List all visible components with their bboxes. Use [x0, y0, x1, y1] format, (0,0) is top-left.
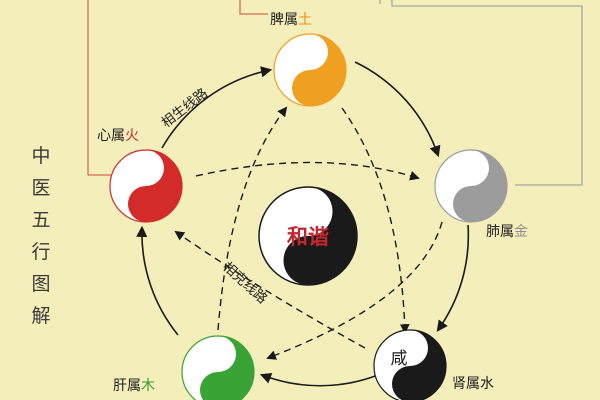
- metal-yinyang-half: [453, 150, 507, 222]
- metal-yinyang-outline: [434, 149, 508, 223]
- earth-element-text: 土: [298, 12, 312, 28]
- metal-organ-text: 肺属: [486, 224, 514, 240]
- water-element-text: 水: [480, 376, 494, 392]
- earth-yinyang-outline: [273, 33, 347, 107]
- fire-yinyang-dot: [142, 200, 150, 208]
- earth-node: 甜: [273, 33, 347, 107]
- water-yinyang-outline: [373, 329, 447, 400]
- fire-organ-text: 心属: [97, 128, 125, 144]
- water-organ-label: 肾属水: [452, 376, 494, 392]
- side-title: 中 医 五 行 图 解: [28, 140, 54, 332]
- metal-organ-label: 肺属金: [486, 224, 528, 240]
- wood-element-text: 木: [141, 378, 155, 394]
- side-title-char: 图: [31, 273, 51, 295]
- metal-bracket: [391, 0, 583, 186]
- fire-organ-label: 心属火: [97, 128, 139, 144]
- earth-yinyang-half: [292, 34, 346, 106]
- center-yinyang: 和谐: [258, 186, 358, 286]
- water-yinyang-dot: [406, 380, 414, 388]
- water-node: 咸: [373, 329, 447, 400]
- metal-yinyang-dot: [467, 164, 475, 172]
- arc-water-wood: [259, 372, 379, 387]
- wood-organ-label: 肝属木: [113, 378, 155, 394]
- frame-brackets: [87, 0, 583, 186]
- fire-yinyang-dot: [142, 164, 150, 172]
- wood-yinyang-dot: [214, 386, 222, 394]
- earth-yinyang-dot: [306, 84, 314, 92]
- water-organ-text: 肾属: [452, 376, 480, 392]
- generating-cycle: [136, 61, 470, 387]
- metal-node: 辣: [434, 149, 508, 223]
- side-title-char: 中: [31, 145, 51, 167]
- arc-metal-water: [436, 224, 470, 332]
- side-title-char: 医: [31, 177, 51, 199]
- fire-yinyang-half: [128, 150, 182, 222]
- water-yinyang-dot: [406, 344, 414, 352]
- wood-taste-label: 酸: [199, 355, 216, 375]
- earth-taste-label: 甜: [291, 53, 308, 73]
- wood-node: 酸: [181, 335, 255, 400]
- water-yinyang-half: [392, 330, 446, 400]
- side-title-char: 行: [31, 241, 51, 263]
- wood-yinyang-dot: [214, 350, 222, 358]
- center-label: 和谐: [287, 225, 329, 249]
- element-nodes: 甜辣咸 酸 苦: [109, 33, 508, 400]
- generating-label: 相生线路: [159, 85, 212, 131]
- side-title-char: 解: [31, 305, 51, 327]
- earth-organ-label: 脾属土: [270, 12, 312, 28]
- wood-organ-text: 肝属: [113, 378, 141, 394]
- dash-wood-earth: [217, 106, 288, 331]
- fire-node: 苦: [109, 149, 183, 223]
- earth-yinyang-dot: [306, 48, 314, 56]
- arc-earth-metal: [354, 61, 441, 158]
- metal-element-text: 金: [514, 224, 528, 240]
- metal-taste-label: 辣: [452, 169, 469, 189]
- earth-organ-text: 脾属: [270, 12, 298, 28]
- water-taste-label: 咸: [391, 349, 408, 369]
- dash-fire-metal: [195, 161, 420, 181]
- wood-yinyang-half: [200, 336, 254, 400]
- dash-water-fire: [174, 230, 366, 349]
- fire-taste-label: 苦: [127, 169, 144, 189]
- side-title-char: 五: [31, 209, 51, 231]
- fire-yinyang-outline: [109, 149, 183, 223]
- dash-earth-water: [341, 107, 410, 334]
- restraining-cycle: [174, 106, 443, 360]
- arc-wood-fire: [136, 225, 179, 336]
- restraining-label: 相克线路: [219, 259, 270, 307]
- arc-fire-earth: [161, 66, 273, 149]
- fire-element-text: 火: [125, 128, 139, 144]
- wood-yinyang-outline: [181, 335, 255, 400]
- fire-earth-bracket: [87, 0, 268, 176]
- metal-yinyang-dot: [467, 200, 475, 208]
